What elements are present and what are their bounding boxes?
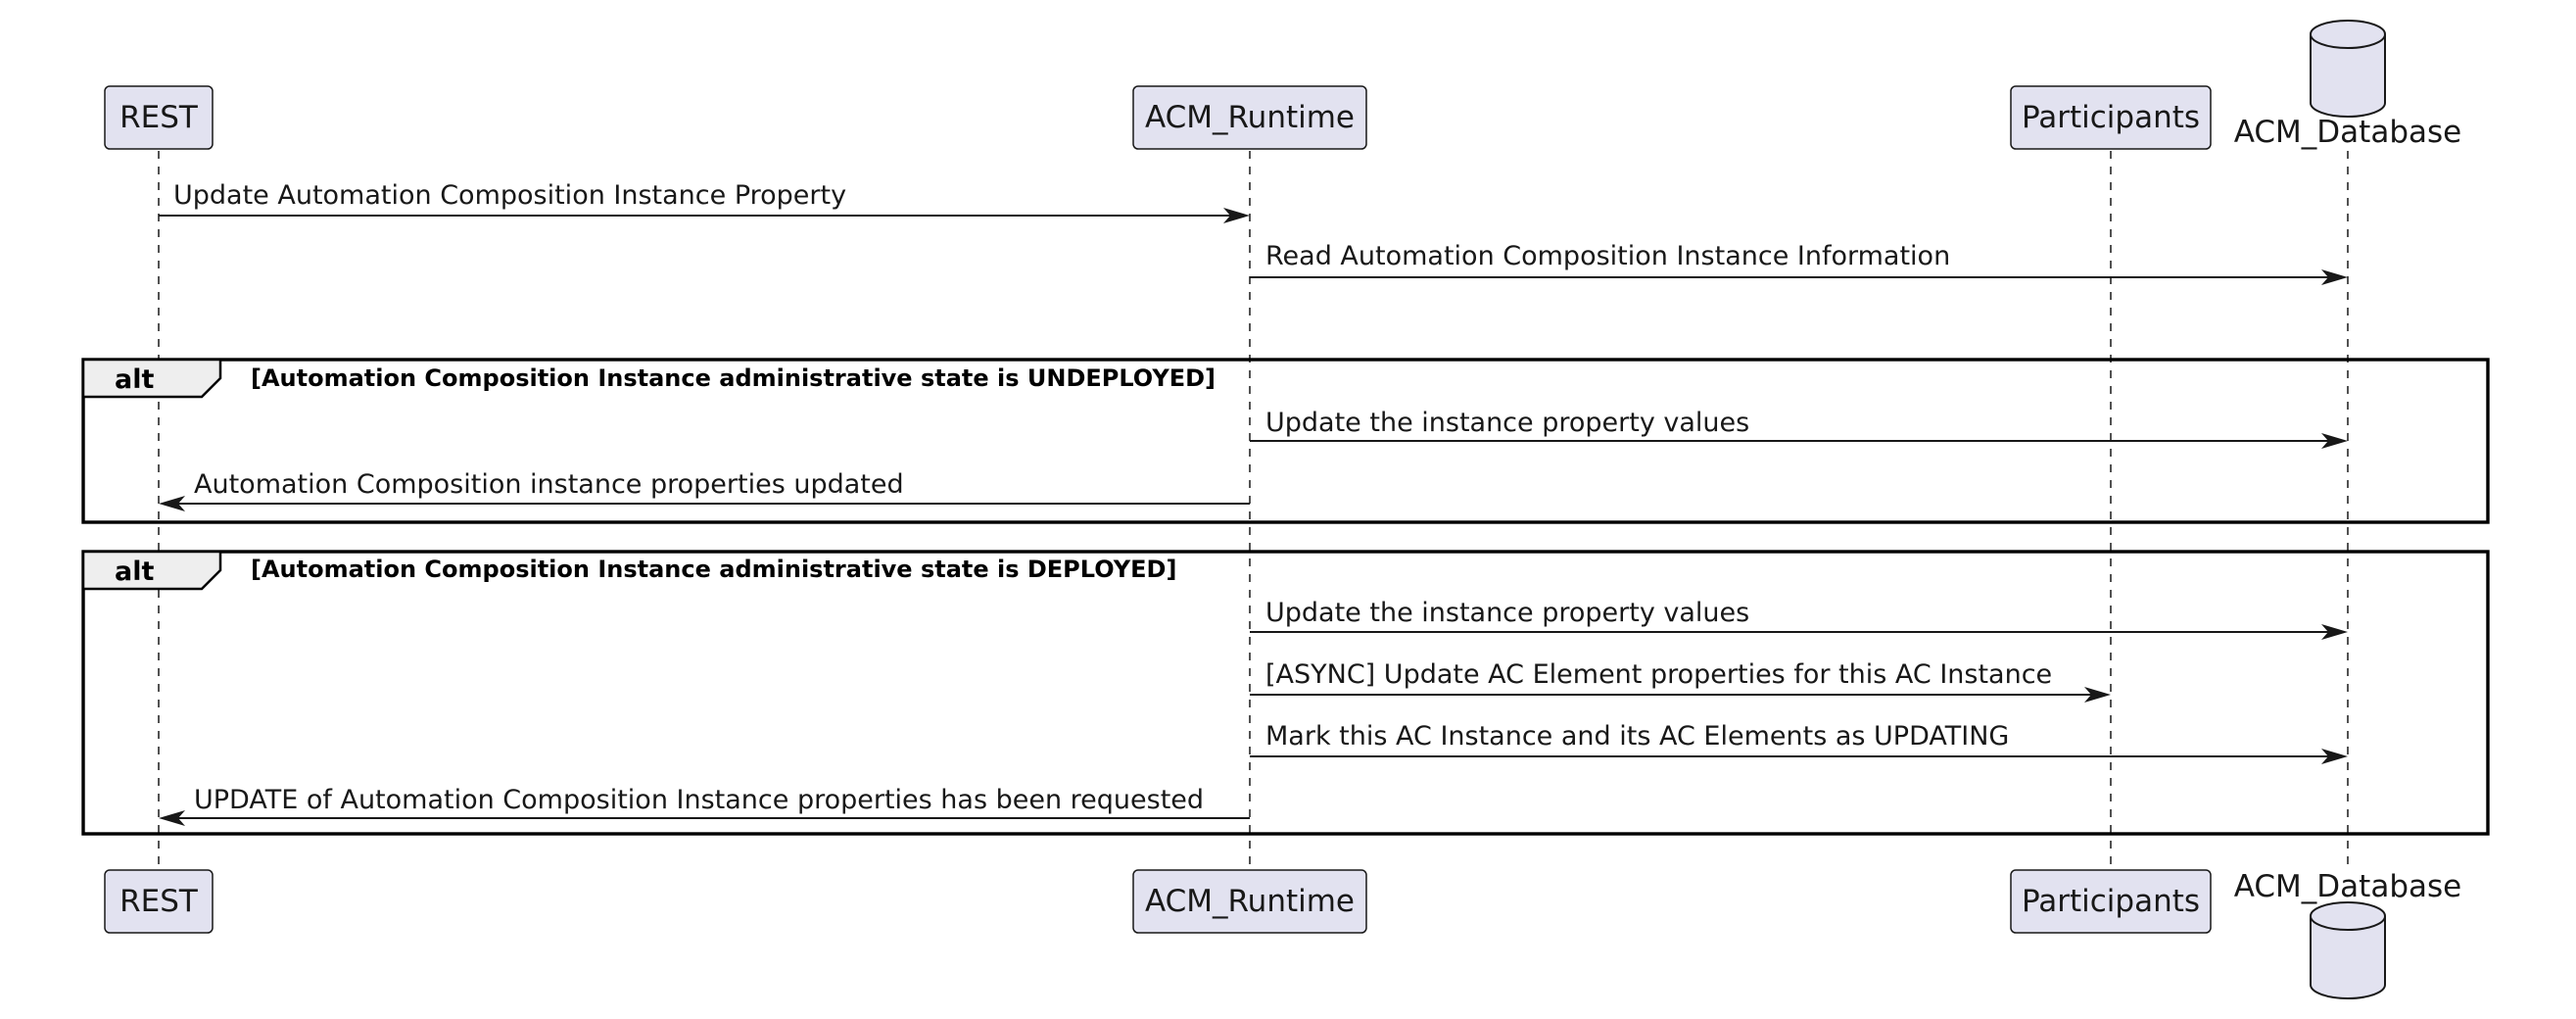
message-6: [ASYNC] Update AC Element properties for…: [1250, 659, 2111, 703]
participant-acm-runtime-top: ACM_Runtime: [1132, 85, 1367, 150]
participant-participants-top: Participants: [2010, 85, 2212, 150]
message-3: Update the instance property values: [1250, 408, 2348, 449]
message-1: Update Automation Composition Instance P…: [159, 180, 1250, 223]
message-4: Automation Composition instance properti…: [159, 469, 1250, 511]
arrowhead-icon: [2321, 749, 2348, 764]
participant-box: [104, 869, 214, 934]
alt-guard-label: [Automation Composition Instance adminis…: [251, 556, 1176, 583]
alt-frame-border: [81, 358, 2490, 524]
message-7: Mark this AC Instance and its AC Element…: [1250, 721, 2348, 764]
participant-participants-bottom: Participants: [2010, 869, 2212, 934]
message-label: Read Automation Composition Instance Inf…: [1265, 241, 1950, 271]
message-label: Update Automation Composition Instance P…: [173, 180, 846, 211]
arrowhead-icon: [2321, 269, 2348, 285]
arrowhead-icon: [159, 496, 185, 511]
participant-box: [1132, 869, 1367, 934]
alt-fragment-deployed: alt [Automation Composition Instance adm…: [81, 550, 2490, 836]
arrowhead-icon: [2321, 624, 2348, 640]
participant-box: [2010, 869, 2212, 934]
participant-label: REST: [119, 100, 199, 135]
alt-frame-tab: [81, 358, 222, 399]
participant-rest-bottom: REST: [104, 869, 214, 934]
participant-label: ACM_Database: [2234, 869, 2461, 904]
arrowhead-icon: [2084, 687, 2111, 703]
participant-label: Participants: [2022, 884, 2200, 919]
participant-acm-database-bottom: ACM_Database: [2234, 869, 2461, 999]
message-label: Update the instance property values: [1265, 408, 1749, 438]
participant-label: REST: [119, 884, 199, 919]
arrowhead-icon: [2321, 433, 2348, 449]
participant-acm-runtime-bottom: ACM_Runtime: [1132, 869, 1367, 934]
alt-frame-tab: [81, 550, 222, 591]
message-8: UPDATE of Automation Composition Instanc…: [159, 785, 1250, 826]
message-2: Read Automation Composition Instance Inf…: [1250, 241, 2348, 285]
message-label: UPDATE of Automation Composition Instanc…: [194, 785, 1204, 815]
participant-label: ACM_Runtime: [1145, 100, 1355, 135]
database-icon: [2310, 901, 2386, 999]
participant-label: ACM_Database: [2234, 115, 2461, 150]
message-label: Automation Composition instance properti…: [194, 469, 904, 500]
database-icon: [2310, 20, 2386, 118]
participant-box: [1132, 85, 1367, 150]
participant-label: Participants: [2022, 100, 2200, 135]
participant-acm-database-top: ACM_Database: [2234, 20, 2461, 150]
alt-fragment-undeployed: alt [Automation Composition Instance adm…: [81, 358, 2490, 524]
participant-rest-top: REST: [104, 85, 214, 150]
alt-keyword: alt: [115, 364, 154, 395]
participant-box: [104, 85, 214, 150]
message-label: [ASYNC] Update AC Element properties for…: [1265, 659, 2052, 690]
message-label: Update the instance property values: [1265, 598, 1749, 628]
message-5: Update the instance property values: [1250, 598, 2348, 640]
alt-frame-border: [81, 550, 2490, 836]
arrowhead-icon: [1223, 208, 1250, 223]
participant-box: [2010, 85, 2212, 150]
alt-guard-label: [Automation Composition Instance adminis…: [251, 364, 1216, 392]
alt-keyword: alt: [115, 557, 154, 587]
participant-label: ACM_Runtime: [1145, 884, 1355, 919]
message-label: Mark this AC Instance and its AC Element…: [1265, 721, 2009, 752]
arrowhead-icon: [159, 810, 185, 826]
